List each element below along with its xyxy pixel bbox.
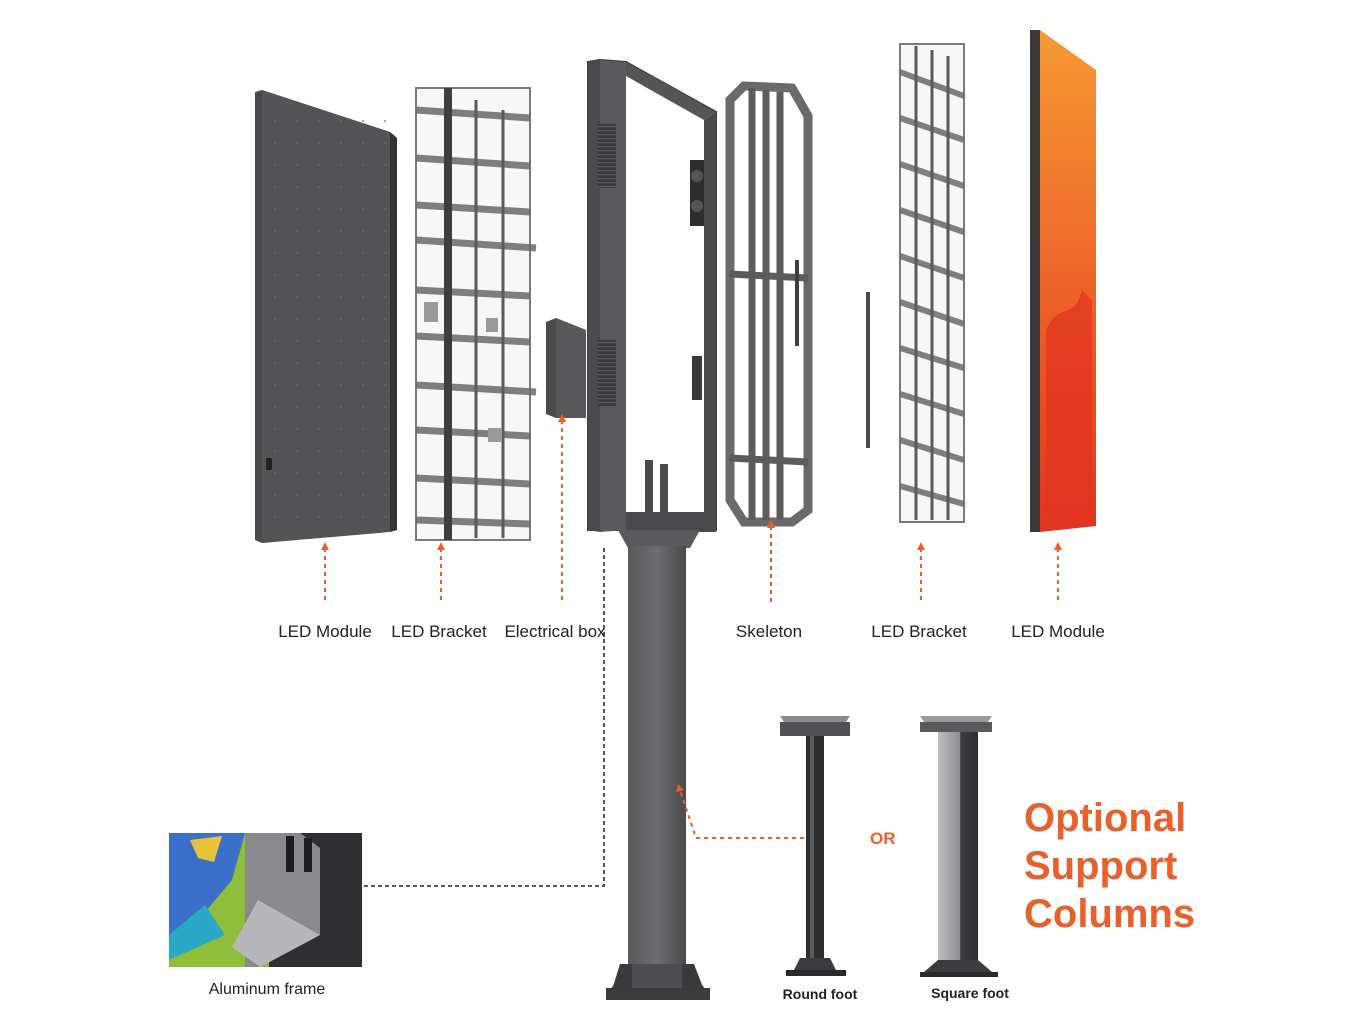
leader-lines [324,420,1059,839]
title-line-2: Support [1024,844,1178,888]
title-line-3: Columns [1024,892,1196,936]
label-electrical-box: Electrical box [504,622,606,641]
aluminum-frame-inset [169,833,362,967]
title-line-1: Optional [1024,796,1187,840]
main-pole [606,546,710,1000]
label-skeleton: Skeleton [735,622,803,641]
led-module-left-panel [255,90,397,543]
label-round-foot: Round foot [782,986,858,1002]
round-foot-column [780,716,850,976]
label-led-bracket-right: LED Bracket [871,622,967,641]
label-led-module-left: LED Module [278,622,372,641]
label-led-bracket-left: LED Bracket [391,622,487,641]
led-module-right-screen [1030,30,1096,532]
led-bracket-right [866,43,966,523]
frame-leader-line [362,548,605,887]
label-square-foot: Square foot [931,985,1009,1001]
leader-arrowheads [321,414,1062,792]
electrical-box [546,318,586,418]
cabinet-frame [587,58,717,548]
square-foot-column [920,716,998,977]
led-bracket-left [415,87,537,541]
label-led-module-right: LED Module [1011,622,1105,641]
skeleton [725,81,813,527]
label-or: OR [870,829,896,848]
optional-support-columns-title: Optional Support Columns [1024,794,1195,938]
label-aluminum-frame: Aluminum frame [208,981,326,998]
